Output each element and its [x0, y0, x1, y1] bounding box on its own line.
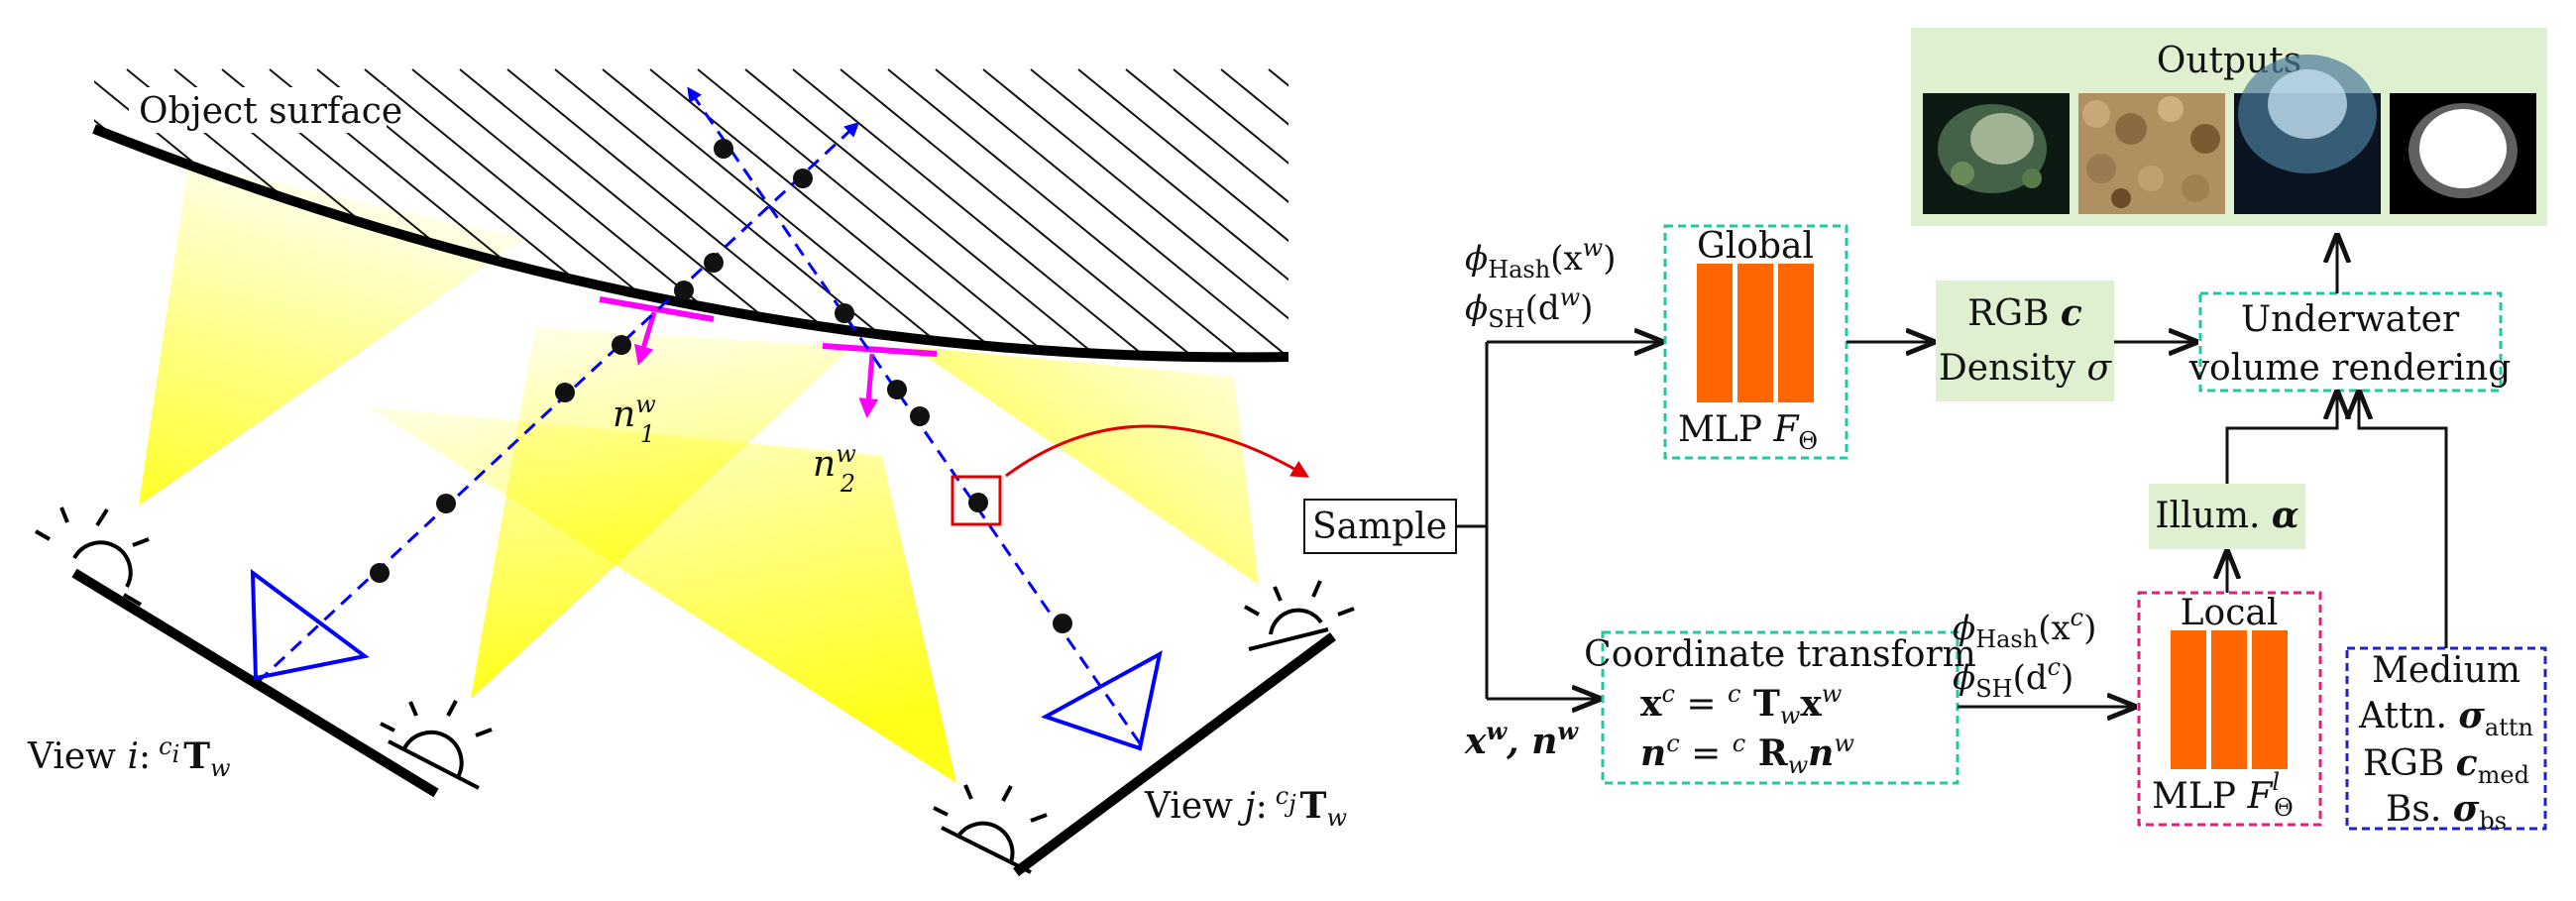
medium-backscatter: Bs. σbs	[2386, 788, 2507, 835]
hash-encoding-local: ϕHash(xc)	[1953, 604, 2096, 653]
hatch-line	[982, 68, 1288, 358]
normal-arrow-1	[634, 311, 657, 366]
light-source-icon	[35, 507, 150, 607]
highlighted-sample-box[interactable]	[951, 475, 1002, 526]
hash-encoding-global: ϕHash(xw)	[1465, 234, 1616, 283]
object-surface-label: Object surface	[139, 91, 402, 132]
medium-color: RGB cmed	[2363, 742, 2529, 789]
sample-link-arrow	[1005, 424, 1310, 478]
sh-encoding-global: ϕSH(dw)	[1465, 283, 1593, 333]
illumination-box[interactable]	[2149, 484, 2305, 549]
surface-patch-1	[599, 296, 715, 322]
hatch-line	[0, 69, 75, 377]
medium-attenuation: Attn. σattn	[2358, 695, 2533, 741]
coord-eq-normal: nc = c Rwnw	[1640, 730, 1854, 779]
local-mlp-layers	[2171, 630, 2288, 769]
sample-label: Sample	[1312, 507, 1447, 547]
hatch-line	[1125, 68, 1288, 358]
hatch-line	[792, 68, 1171, 358]
global-mlp-label: MLP FΘ	[1678, 409, 1818, 455]
local-title: Local	[2181, 593, 2279, 633]
output-thumbnail-illumination	[2390, 93, 2536, 214]
hatch-line	[697, 68, 1075, 358]
medium-box[interactable]	[2345, 646, 2547, 831]
arrow-illum-to-render	[2225, 393, 2337, 484]
light-source-icon	[933, 784, 1048, 874]
hatch-line	[1030, 68, 1288, 358]
sh-encoding-local: ϕSH(dc)	[1953, 653, 2073, 703]
rgb-label: RGB c	[1967, 292, 2082, 334]
output-thumbnail-rgb	[1923, 93, 2070, 214]
position-normal-label: xw, nw	[1464, 717, 1579, 762]
output-thumbnail-medium	[2234, 55, 2381, 214]
coord-eq-position: xc = c Twxw	[1640, 680, 1843, 730]
hatch-line	[94, 68, 124, 358]
hatch-line	[744, 68, 1123, 358]
global-mlp-layers	[1697, 264, 1814, 402]
coord-title: Coordinate transform	[1584, 634, 1976, 675]
ray-sample-points	[370, 139, 1072, 633]
medium-title: Medium	[2372, 650, 2520, 691]
light-source-icon	[1244, 580, 1355, 651]
hatch-line	[1220, 68, 1288, 358]
arrow-medium-to-render	[2359, 393, 2448, 648]
hatch-line	[602, 68, 980, 358]
hatch-line	[411, 68, 790, 358]
density-label: Density σ	[1939, 348, 2113, 389]
hatch-line	[887, 68, 1266, 358]
object-surface-curve	[92, 124, 1289, 363]
local-mlp-box[interactable]	[2137, 591, 2322, 827]
hatch-line	[935, 68, 1288, 358]
rendering-line2: volume rendering	[2188, 348, 2512, 389]
output-thumbnail-albedo	[2078, 93, 2225, 214]
hatch-line	[1364, 69, 1740, 377]
object-surface-label-bg	[129, 87, 387, 133]
light-beam	[912, 347, 1259, 585]
hatch-line	[1077, 68, 1288, 358]
sample-box[interactable]	[1303, 499, 1457, 554]
rendering-line1: Underwater	[2241, 299, 2460, 340]
light-source-icon	[380, 700, 493, 790]
light-beam	[367, 406, 956, 783]
rgb-density-box[interactable]	[1936, 281, 2114, 401]
hatch-line	[1173, 68, 1288, 358]
hatch-line	[554, 68, 933, 358]
surface-patch-2	[822, 343, 938, 357]
global-title: Global	[1697, 226, 1814, 267]
camera-j	[1013, 631, 1336, 877]
hatch-line	[840, 68, 1218, 358]
light-beam	[139, 164, 525, 506]
normal-arrow-2	[858, 353, 879, 418]
hatch-line	[1268, 68, 1288, 358]
illumination-label: Illum. α	[2155, 495, 2298, 536]
camera-i	[35, 507, 439, 798]
hatch-line	[649, 68, 1028, 358]
